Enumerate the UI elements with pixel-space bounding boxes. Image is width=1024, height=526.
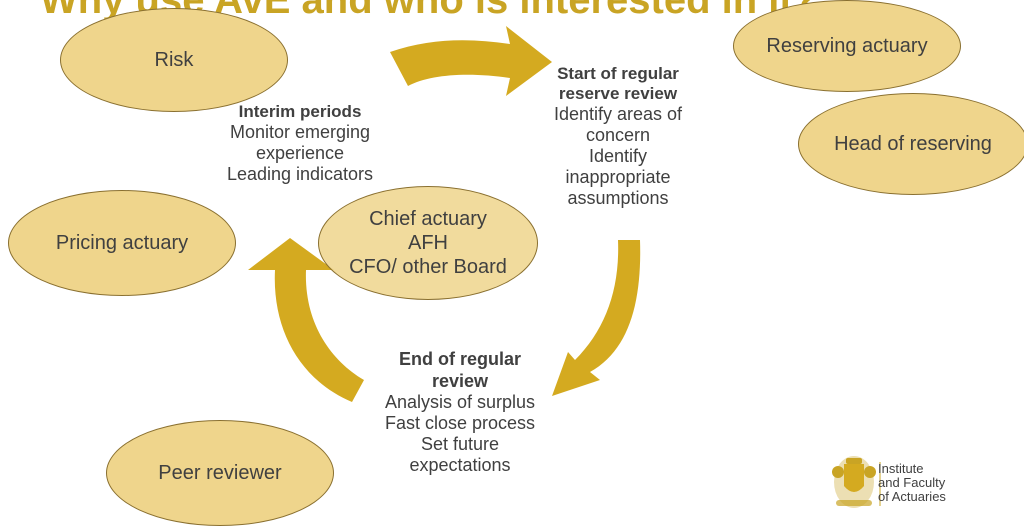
chief-actuary-line: Chief actuary	[369, 208, 487, 230]
risk-label: Risk	[154, 49, 194, 71]
start-review-text: Start of regular reserve review Identify…	[520, 64, 716, 209]
start-review-line-3: Identify	[588, 146, 648, 166]
ifoa-line-2: and Faculty	[878, 475, 946, 490]
end-review-heading-2: review	[431, 371, 489, 391]
chief-actuary-ellipse: Chief actuary AFH CFO/ other Board	[318, 186, 538, 300]
arrow-left	[248, 238, 364, 402]
arrow-right	[552, 240, 641, 396]
end-review-line-1: Analysis of surplus	[384, 392, 536, 412]
end-review-line-4: expectations	[409, 455, 511, 475]
head-of-reserving-label: Head of reserving	[834, 133, 992, 155]
ifoa-crest-logo	[832, 456, 881, 508]
peer-reviewer-label: Peer reviewer	[158, 462, 282, 484]
start-review-line-4: inappropriate	[565, 167, 671, 187]
pricing-actuary-label: Pricing actuary	[55, 232, 189, 254]
start-review-heading-1: Start of regular	[557, 64, 679, 83]
peer-reviewer-ellipse: Peer reviewer	[106, 420, 334, 526]
start-review-line-1: Identify areas of	[553, 104, 683, 124]
interim-periods-heading: Interim periods	[238, 102, 362, 121]
start-review-line-2: concern	[585, 125, 651, 145]
afh-line: AFH	[408, 232, 448, 254]
interim-line-3: Leading indicators	[226, 164, 374, 184]
ifoa-line-1: Institute	[878, 461, 924, 476]
end-review-line-3: Set future	[420, 434, 500, 454]
ifoa-logo-text: Institute and Faculty of Actuaries	[878, 462, 946, 504]
end-review-text: End of regular review Analysis of surplu…	[360, 348, 560, 476]
ifoa-line-3: of Actuaries	[878, 489, 946, 504]
risk-ellipse: Risk	[60, 8, 288, 112]
reserving-actuary-ellipse: Reserving actuary	[733, 0, 961, 92]
reserving-actuary-label: Reserving actuary	[766, 35, 928, 57]
interim-periods-text: Interim periods Monitor emerging experie…	[200, 102, 400, 185]
interim-line-2: experience	[255, 143, 345, 163]
start-review-line-5: assumptions	[567, 188, 669, 208]
start-review-heading-2: reserve review	[558, 84, 678, 103]
interim-line-1: Monitor emerging	[229, 122, 371, 142]
end-review-line-2: Fast close process	[384, 413, 536, 433]
arrow-top	[390, 26, 552, 96]
end-review-heading-1: End of regular	[398, 349, 521, 369]
head-of-reserving-ellipse: Head of reserving	[798, 93, 1024, 195]
pricing-actuary-ellipse: Pricing actuary	[8, 190, 236, 296]
cfo-board-line: CFO/ other Board	[349, 256, 507, 278]
